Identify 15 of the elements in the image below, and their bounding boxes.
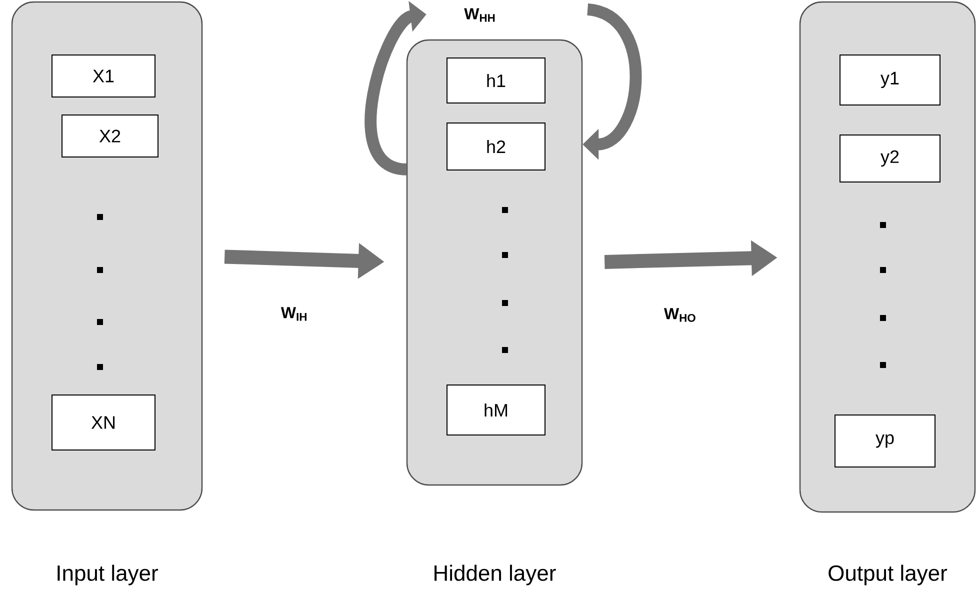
neuron-box: X2 <box>62 114 158 158</box>
edge-label: W$_{IH}$ <box>280 307 306 321</box>
neuron-box: h2 <box>446 122 546 170</box>
neuron-box: h1 <box>446 58 546 104</box>
layer-label: Output layer <box>828 564 948 586</box>
weight-label: W$_{HH}$ <box>464 8 495 22</box>
neuron-box: XN <box>52 394 156 450</box>
neuron-box: yp <box>834 414 936 468</box>
neuron-box: y1 <box>840 54 940 106</box>
neuron-box: X1 <box>52 54 156 98</box>
neuron-box: hM <box>446 384 546 436</box>
layer-label: Hidden layer <box>434 564 556 586</box>
edge-label: W$_{HO}$ <box>664 308 696 322</box>
layer-label: Input layer <box>58 564 158 586</box>
neuron-box: y2 <box>840 134 940 182</box>
